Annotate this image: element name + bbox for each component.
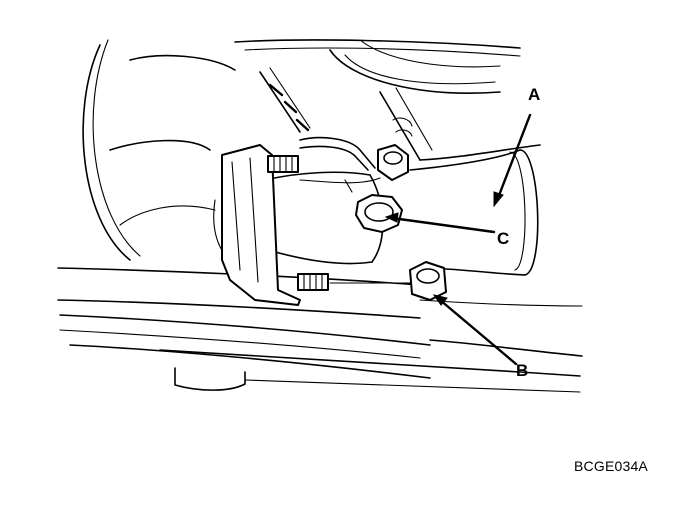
transmission-case [259,39,541,161]
leader-b [432,294,518,366]
stud-lower [297,273,329,291]
callout-a: A [528,85,540,104]
nut-b [329,261,447,301]
callout-c: C [497,229,509,248]
leader-a [493,113,532,208]
callout-b: B [516,361,528,380]
leader-c [384,212,496,234]
stud-upper [267,155,299,173]
nut-upper [377,144,409,181]
figure-code: BCGE034A [574,458,648,474]
sensor-cable [299,136,381,193]
body-outline [57,39,583,393]
bolt-c [355,194,403,233]
flange-plate [221,144,301,306]
